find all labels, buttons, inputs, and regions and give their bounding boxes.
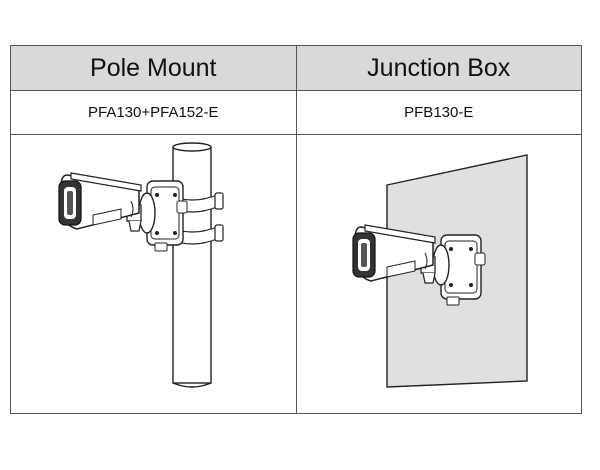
- illustration-row: [10, 134, 582, 414]
- header-pole-mount: Pole Mount: [10, 45, 297, 91]
- camera-on-wall-illustration: [351, 154, 528, 388]
- header-junction-box: Junction Box: [295, 45, 582, 91]
- model-row: PFA130+PFA152-E PFB130-E: [10, 90, 582, 135]
- junction-box-illustration-cell: [295, 134, 582, 414]
- pole-mount-illustration-cell: [10, 134, 297, 414]
- header-row: Pole Mount Junction Box: [10, 45, 582, 91]
- camera-on-pole-illustration: [58, 142, 224, 388]
- pole-top: [172, 142, 212, 152]
- model-junction-box: PFB130-E: [295, 90, 582, 135]
- model-pole-mount: PFA130+PFA152-E: [10, 90, 297, 135]
- mount-options-table: Pole Mount Junction Box PFA130+PFA152-E …: [10, 45, 582, 414]
